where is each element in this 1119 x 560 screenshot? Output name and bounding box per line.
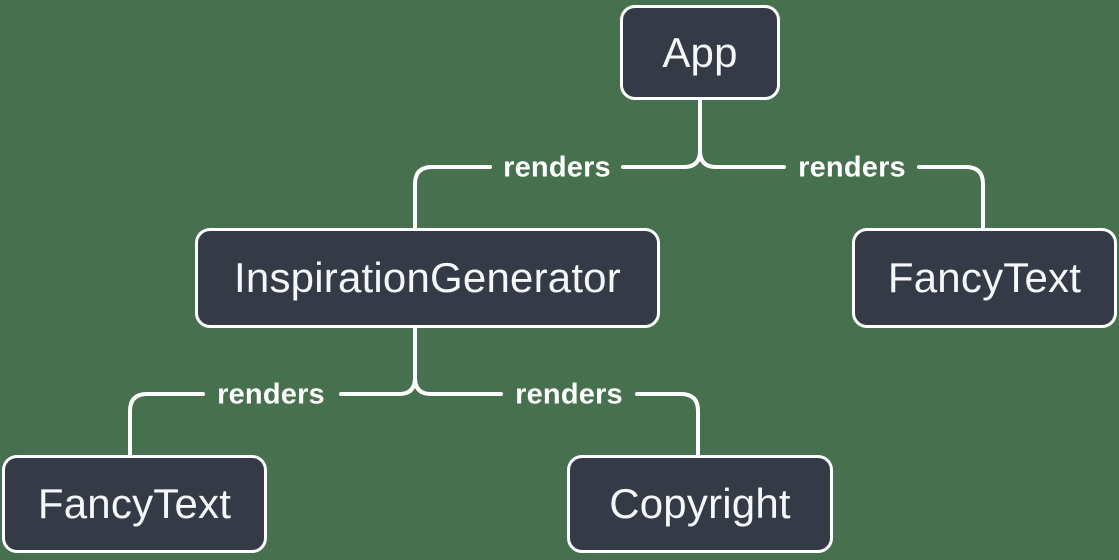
edge-label-app-renders-fancy-text: renders <box>798 151 906 184</box>
edge-inspiration-generator-to-copyright-path-start <box>413 376 503 396</box>
edge-inspiration-generator-to-copyright-path-end <box>635 392 700 457</box>
edge-app-to-fancy-text-path-end <box>917 165 985 230</box>
edge-inspiration-generator-to-fancy-text-path-start <box>339 326 417 396</box>
edge-app-to-inspiration-generator-path-end <box>413 165 492 230</box>
edge-app-to-inspiration-generator-path-start <box>621 98 702 169</box>
edge-app-to-fancy-text-path-start <box>698 149 786 169</box>
edge-inspiration-generator-to-fancy-text-path-end <box>128 392 205 457</box>
edge-label-inspiration-generator-renders-fancy-text: renders <box>217 378 325 411</box>
edge-label-app-renders-inspiration-generator: renders <box>503 151 611 184</box>
node-copyright: Copyright <box>567 455 833 553</box>
node-fancy-text-top: FancyText <box>852 228 1117 328</box>
edge-label-inspiration-generator-renders-copyright: renders <box>515 378 623 411</box>
node-fancy-text-bottom: FancyText <box>2 455 267 553</box>
node-inspiration-generator: InspirationGenerator <box>195 228 660 328</box>
node-app: App <box>620 5 780 100</box>
